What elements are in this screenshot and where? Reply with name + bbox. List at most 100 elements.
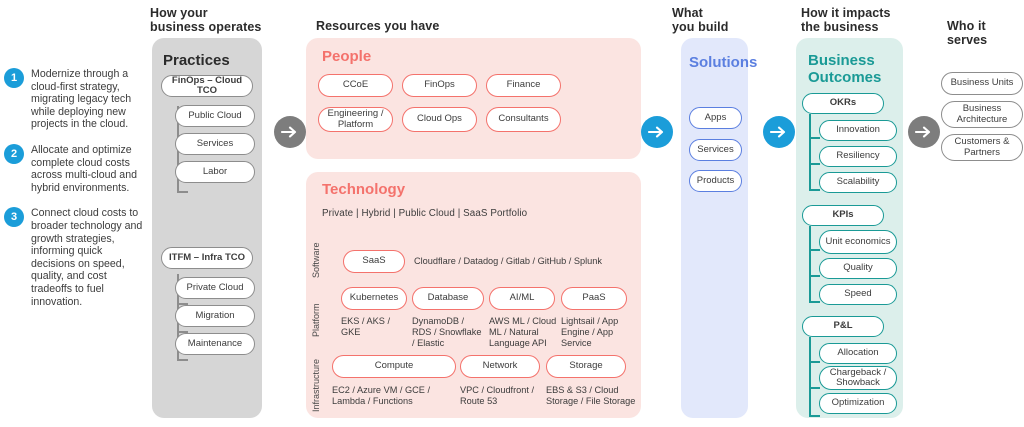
- people-pill-cloud-ops[interactable]: Cloud Ops: [402, 107, 477, 132]
- list-item: 2 Allocate and optimize complete cloud c…: [4, 143, 144, 194]
- heading-line-2: the business: [801, 20, 879, 34]
- column-heading-serves: Who it serves: [947, 19, 1024, 47]
- outcome-child-speed[interactable]: Speed: [819, 284, 897, 305]
- people-pill-consultants[interactable]: Consultants: [486, 107, 561, 132]
- tech-desc-database: DynamoDB / RDS / Snowflake / Elastic: [412, 316, 482, 348]
- bullet-list: 1 Modernize through a cloud-first strate…: [4, 68, 144, 308]
- heading-line-1: How your: [150, 6, 208, 20]
- tech-pill-storage[interactable]: Storage: [546, 355, 626, 378]
- solutions-pill-apps[interactable]: Apps: [689, 107, 742, 129]
- tech-row-label-software: Software: [311, 242, 321, 278]
- people-title: People: [322, 48, 372, 65]
- tree-branch: [177, 359, 188, 361]
- tree-trunk: [809, 226, 811, 302]
- tree-branch: [809, 137, 820, 139]
- bullet-number-badge: 2: [4, 143, 24, 164]
- arrow-resources-to-solutions: [641, 116, 673, 148]
- solutions-pill-products[interactable]: Products: [689, 170, 742, 192]
- technology-title: Technology: [322, 181, 406, 198]
- outcomes-title-line-1: Business: [808, 52, 875, 69]
- tech-desc-storage: EBS & S3 / Cloud Storage / File Storage: [546, 385, 636, 406]
- arrow-right-icon: [915, 126, 931, 138]
- serves-pill-business-units[interactable]: Business Units: [941, 72, 1023, 95]
- outcome-child-scalability[interactable]: Scalability: [819, 172, 897, 193]
- arrow-practices-to-resources: [274, 116, 306, 148]
- heading-line-1: What: [672, 6, 703, 20]
- tech-desc-software: Cloudflare / Datadog / Gitlab / GitHub /…: [414, 256, 602, 266]
- outcome-child-allocation[interactable]: Allocation: [819, 343, 897, 364]
- solutions-title: Solutions: [689, 54, 758, 71]
- arrow-outcomes-to-serves: [908, 116, 940, 148]
- outcomes-title: Business Outcomes: [808, 52, 881, 86]
- solutions-pill-services[interactable]: Services: [689, 139, 742, 161]
- tech-pill-network[interactable]: Network: [460, 355, 540, 378]
- tech-pill-paas[interactable]: PaaS: [561, 287, 627, 310]
- people-panel: [306, 38, 641, 159]
- column-heading-build: What you build: [672, 6, 728, 34]
- outcome-child-optimization[interactable]: Optimization: [819, 393, 897, 414]
- people-pill-finops[interactable]: FinOps: [402, 74, 477, 97]
- practice-child-services[interactable]: Services: [175, 133, 255, 155]
- outcome-head-pl[interactable]: P&L: [802, 316, 884, 337]
- outcomes-group-okrs: [796, 94, 903, 204]
- tree-branch: [177, 191, 188, 193]
- practice-head-itfm[interactable]: ITFM – Infra TCO: [161, 247, 253, 269]
- serves-pill-customers-partners[interactable]: Customers & Partners: [941, 134, 1023, 161]
- arrow-solutions-to-outcomes: [763, 116, 795, 148]
- tech-desc-paas: Lightsail / App Engine / App Service: [561, 316, 619, 348]
- heading-line-2: business operates: [150, 20, 262, 34]
- outcomes-group-kpis: [796, 206, 903, 316]
- people-pill-engineering-platform[interactable]: Engineering / Platform: [318, 107, 393, 132]
- tree-branch: [809, 361, 820, 363]
- outcome-child-chargeback-showback[interactable]: Chargeback / Showback: [819, 366, 897, 390]
- tree-branch: [809, 301, 820, 303]
- tech-pill-saas[interactable]: SaaS: [343, 250, 405, 273]
- tech-pill-compute[interactable]: Compute: [332, 355, 456, 378]
- tree-trunk: [809, 114, 811, 190]
- tree-branch: [809, 387, 820, 389]
- tree-trunk: [809, 337, 811, 416]
- tree-branch: [809, 249, 820, 251]
- tech-desc-network: VPC / Cloudfront / Route 53: [460, 385, 535, 406]
- tech-desc-kubernetes: EKS / AKS / GKE: [341, 316, 391, 337]
- outcome-head-kpis[interactable]: KPIs: [802, 205, 884, 226]
- practices-title: Practices: [163, 52, 230, 69]
- column-heading-resources: Resources you have: [316, 19, 439, 33]
- practice-child-public-cloud[interactable]: Public Cloud: [175, 105, 255, 127]
- heading-line-2: you build: [672, 20, 729, 34]
- tech-pill-database[interactable]: Database: [412, 287, 484, 310]
- arrow-right-icon: [648, 126, 664, 138]
- outcome-child-innovation[interactable]: Innovation: [819, 120, 897, 141]
- tech-pill-aiml[interactable]: AI/ML: [489, 287, 555, 310]
- serves-pill-business-architecture[interactable]: Business Architecture: [941, 101, 1023, 128]
- solutions-panel: [681, 38, 748, 418]
- bullet-text: Connect cloud costs to broader technolog…: [31, 207, 143, 308]
- tech-pill-kubernetes[interactable]: Kubernetes: [341, 287, 407, 310]
- outcome-child-resiliency[interactable]: Resiliency: [819, 146, 897, 167]
- outcome-child-quality[interactable]: Quality: [819, 258, 897, 279]
- bullet-number-badge: 1: [4, 68, 24, 88]
- heading-line-1: How it impacts: [801, 6, 891, 20]
- tree-branch: [177, 303, 188, 305]
- tree-branch: [809, 163, 820, 165]
- practice-head-finops[interactable]: FinOps – Cloud TCO: [161, 75, 253, 97]
- outcome-head-okrs[interactable]: OKRs: [802, 93, 884, 114]
- people-pill-finance[interactable]: Finance: [486, 74, 561, 97]
- tree-branch: [177, 331, 188, 333]
- arrow-right-icon: [281, 126, 297, 138]
- tech-row-label-platform: Platform: [311, 303, 321, 337]
- practice-child-maintenance[interactable]: Maintenance: [175, 333, 255, 355]
- tech-desc-compute: EC2 / Azure VM / GCE / Lambda / Function…: [332, 385, 431, 406]
- bullet-number-badge: 3: [4, 207, 24, 228]
- people-pill-ccoe[interactable]: CCoE: [318, 74, 393, 97]
- practice-child-private-cloud[interactable]: Private Cloud: [175, 277, 255, 299]
- outcomes-title-line-2: Outcomes: [808, 69, 882, 86]
- practice-child-labor[interactable]: Labor: [175, 161, 255, 183]
- practice-child-migration[interactable]: Migration: [175, 305, 255, 327]
- list-item: 3 Connect cloud costs to broader technol…: [4, 207, 144, 308]
- tree-branch: [809, 275, 820, 277]
- arrow-right-icon: [770, 126, 786, 138]
- outcome-child-unit-economics[interactable]: Unit economics: [819, 230, 897, 254]
- column-heading-impacts: How it impacts the business: [801, 6, 891, 34]
- outcomes-group-pl: [796, 317, 903, 427]
